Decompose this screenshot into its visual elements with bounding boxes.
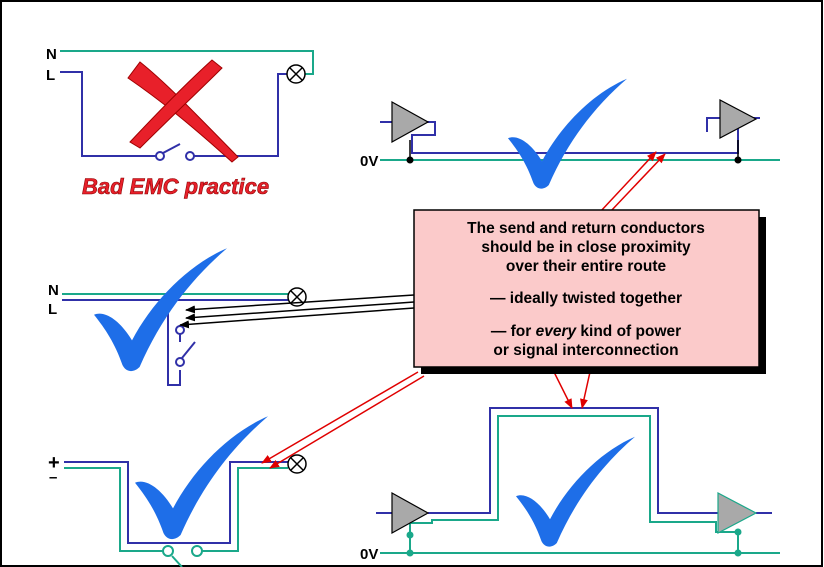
switch-icon bbox=[155, 143, 195, 161]
cross-mark-icon bbox=[127, 59, 239, 163]
amplifier-icon bbox=[719, 99, 758, 139]
note-line-2: should be in close proximity bbox=[481, 239, 691, 256]
check-mark-icon bbox=[516, 436, 635, 547]
note-line-3: over their entire route bbox=[506, 258, 667, 275]
note-line-5: — for every kind of power bbox=[491, 323, 681, 340]
label-0v-top: 0V bbox=[360, 153, 378, 170]
note-line-6: or signal interconnection bbox=[493, 342, 678, 359]
callout-arrows bbox=[179, 151, 666, 469]
note-line-1: The send and return conductors bbox=[467, 220, 705, 237]
lamp-icon bbox=[287, 287, 307, 307]
amplifier-icon bbox=[391, 100, 430, 144]
note-line-4: — ideally twisted together bbox=[490, 290, 682, 307]
lamp-icon bbox=[286, 64, 306, 84]
check-mark-icon bbox=[508, 78, 627, 189]
dc-circuit: + – bbox=[48, 416, 307, 567]
bad-practice-label: Bad EMC practice bbox=[82, 174, 269, 199]
label-l-mid: L bbox=[48, 301, 57, 318]
label-0v-bottom: 0V bbox=[360, 546, 378, 563]
bad-practice-circuit: N L Bad EMC practice bbox=[46, 46, 314, 199]
top-signal-link: 0V bbox=[360, 78, 780, 189]
lamp-icon bbox=[287, 454, 307, 474]
switch-icon bbox=[162, 545, 203, 567]
check-mark-icon bbox=[94, 248, 227, 372]
switch-icon bbox=[175, 325, 196, 367]
bottom-signal-link: 0V bbox=[360, 407, 780, 563]
amplifier-icon bbox=[717, 492, 758, 534]
label-minus: – bbox=[49, 469, 57, 486]
label-n-mid: N bbox=[48, 282, 59, 299]
mains-circuit-good: N L bbox=[48, 248, 307, 386]
amplifier-icon bbox=[391, 491, 430, 535]
note-box: The send and return conductors should be… bbox=[413, 209, 766, 374]
label-n-top: N bbox=[46, 46, 57, 63]
label-l-top: L bbox=[46, 67, 55, 84]
check-mark-icon bbox=[135, 416, 268, 540]
label-plus: + bbox=[48, 452, 60, 474]
